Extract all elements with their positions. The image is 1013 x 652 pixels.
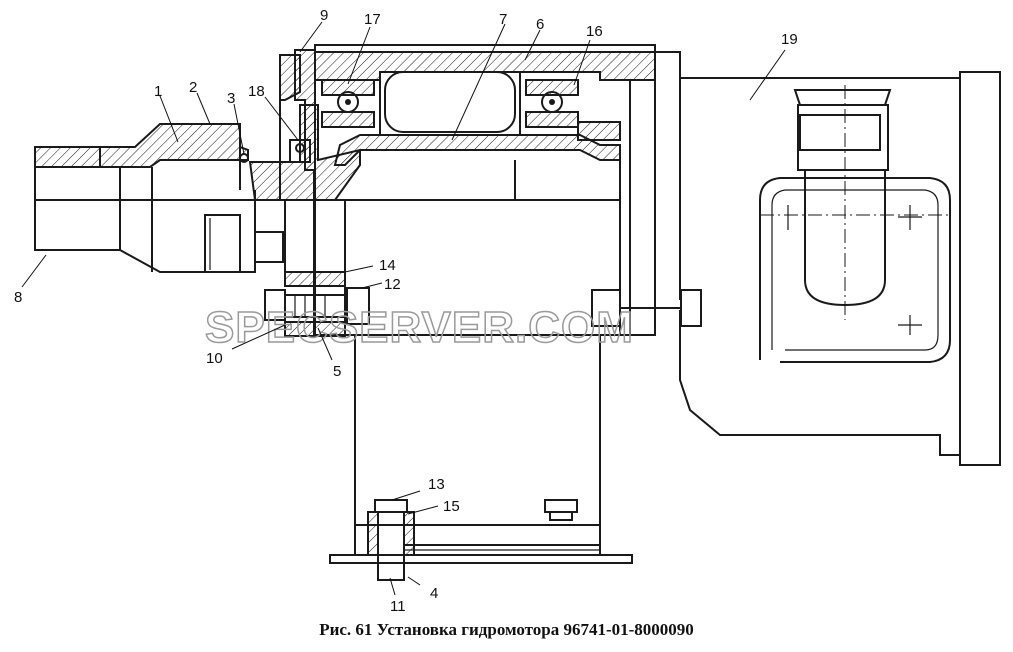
hydromotor-body <box>34 123 284 273</box>
pump-body <box>655 51 1001 466</box>
callout-6: 6 <box>536 16 544 33</box>
callout-15: 15 <box>443 498 460 515</box>
callout-9: 9 <box>320 7 328 24</box>
callout-12: 12 <box>384 276 401 293</box>
callout-2: 2 <box>189 79 197 96</box>
bolt-10 <box>264 271 370 337</box>
callout-7: 7 <box>499 11 507 28</box>
bearing-17 <box>321 79 375 128</box>
callout-10: 10 <box>206 350 223 367</box>
callout-13: 13 <box>428 476 445 493</box>
callout-1: 1 <box>154 83 162 100</box>
bolt-right <box>591 289 702 327</box>
callout-labels: 1 2 3 4 5 6 7 8 9 10 11 12 13 14 15 16 1… <box>14 7 798 615</box>
callout-14: 14 <box>379 257 396 274</box>
callout-3: 3 <box>227 90 235 107</box>
figure-caption: Рис. 61 Установка гидромотора 96741-01-8… <box>319 620 694 639</box>
callout-19: 19 <box>781 31 798 48</box>
leader-lines <box>21 21 786 596</box>
watermark-text: SPECSERVER.COM <box>205 303 634 352</box>
callout-11: 11 <box>390 598 406 615</box>
bearing-housing <box>314 44 656 336</box>
callout-8: 8 <box>14 289 22 306</box>
bolt-lower-right <box>544 499 578 521</box>
callout-16: 16 <box>586 23 603 40</box>
shaft <box>285 71 621 335</box>
bearing-16 <box>525 79 621 141</box>
bolt-11 <box>367 499 415 581</box>
mounting-bracket <box>329 334 633 564</box>
callout-18: 18 <box>248 83 265 100</box>
callout-5: 5 <box>333 363 341 380</box>
callout-4: 4 <box>430 585 438 602</box>
callout-17: 17 <box>364 11 381 28</box>
